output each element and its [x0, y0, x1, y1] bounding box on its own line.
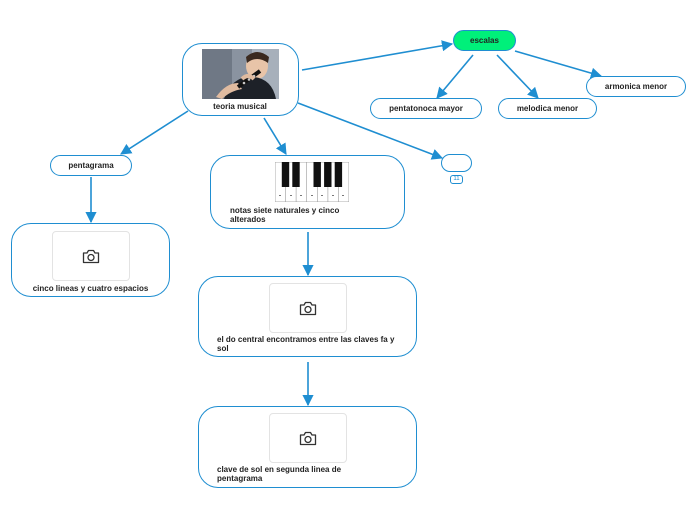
node-melodica-menor[interactable]: melodica menor: [498, 98, 597, 119]
node-label: notas siete naturales y cinco alterados: [230, 206, 340, 224]
node-clave-sol[interactable]: clave de sol en segunda linea de pentagr…: [198, 406, 417, 488]
node-label: pentagrama: [68, 161, 114, 170]
edge-escalas-pentatonica: [436, 54, 474, 99]
node-teoria-musical[interactable]: teoria musical: [182, 43, 299, 116]
edge-teoria-notas: [263, 117, 287, 155]
node-do-central[interactable]: el do central encontramos entre las clav…: [198, 276, 417, 357]
edge-teoria-escalas: [301, 40, 454, 71]
node-label: pentatonoca mayor: [389, 104, 463, 113]
node-empty[interactable]: [441, 154, 472, 172]
node-count-badge: 11: [450, 175, 463, 184]
edge-escalas-melodica: [496, 54, 539, 99]
node-label: escalas: [470, 36, 499, 45]
camera-icon: [269, 283, 347, 333]
node-escalas[interactable]: escalas: [453, 30, 516, 51]
node-label: cinco lineas y cuatro espacios: [32, 284, 149, 293]
edge-teoria-empty: [297, 102, 444, 160]
clarinet-player-photo: [202, 49, 279, 99]
node-pentagrama[interactable]: pentagrama: [50, 155, 132, 176]
camera-icon: [52, 231, 130, 281]
node-pentatonoca-mayor[interactable]: pentatonoca mayor: [370, 98, 482, 119]
piano-keys-image: [274, 161, 350, 203]
node-armonica-menor[interactable]: armonica menor: [586, 76, 686, 97]
edge-escalas-armonica: [514, 50, 603, 79]
node-label: clave de sol en segunda linea de pentagr…: [217, 465, 342, 483]
node-label: el do central encontramos entre las clav…: [217, 335, 395, 353]
node-notas[interactable]: notas siete naturales y cinco alterados: [210, 155, 405, 229]
node-cinco-lineas[interactable]: cinco lineas y cuatro espacios: [11, 223, 170, 297]
node-label: teoria musical: [213, 102, 267, 111]
node-label: armonica menor: [604, 82, 668, 91]
node-label: melodica menor: [516, 104, 579, 113]
camera-icon: [269, 413, 347, 463]
edge-teoria-pentagrama: [120, 110, 189, 155]
